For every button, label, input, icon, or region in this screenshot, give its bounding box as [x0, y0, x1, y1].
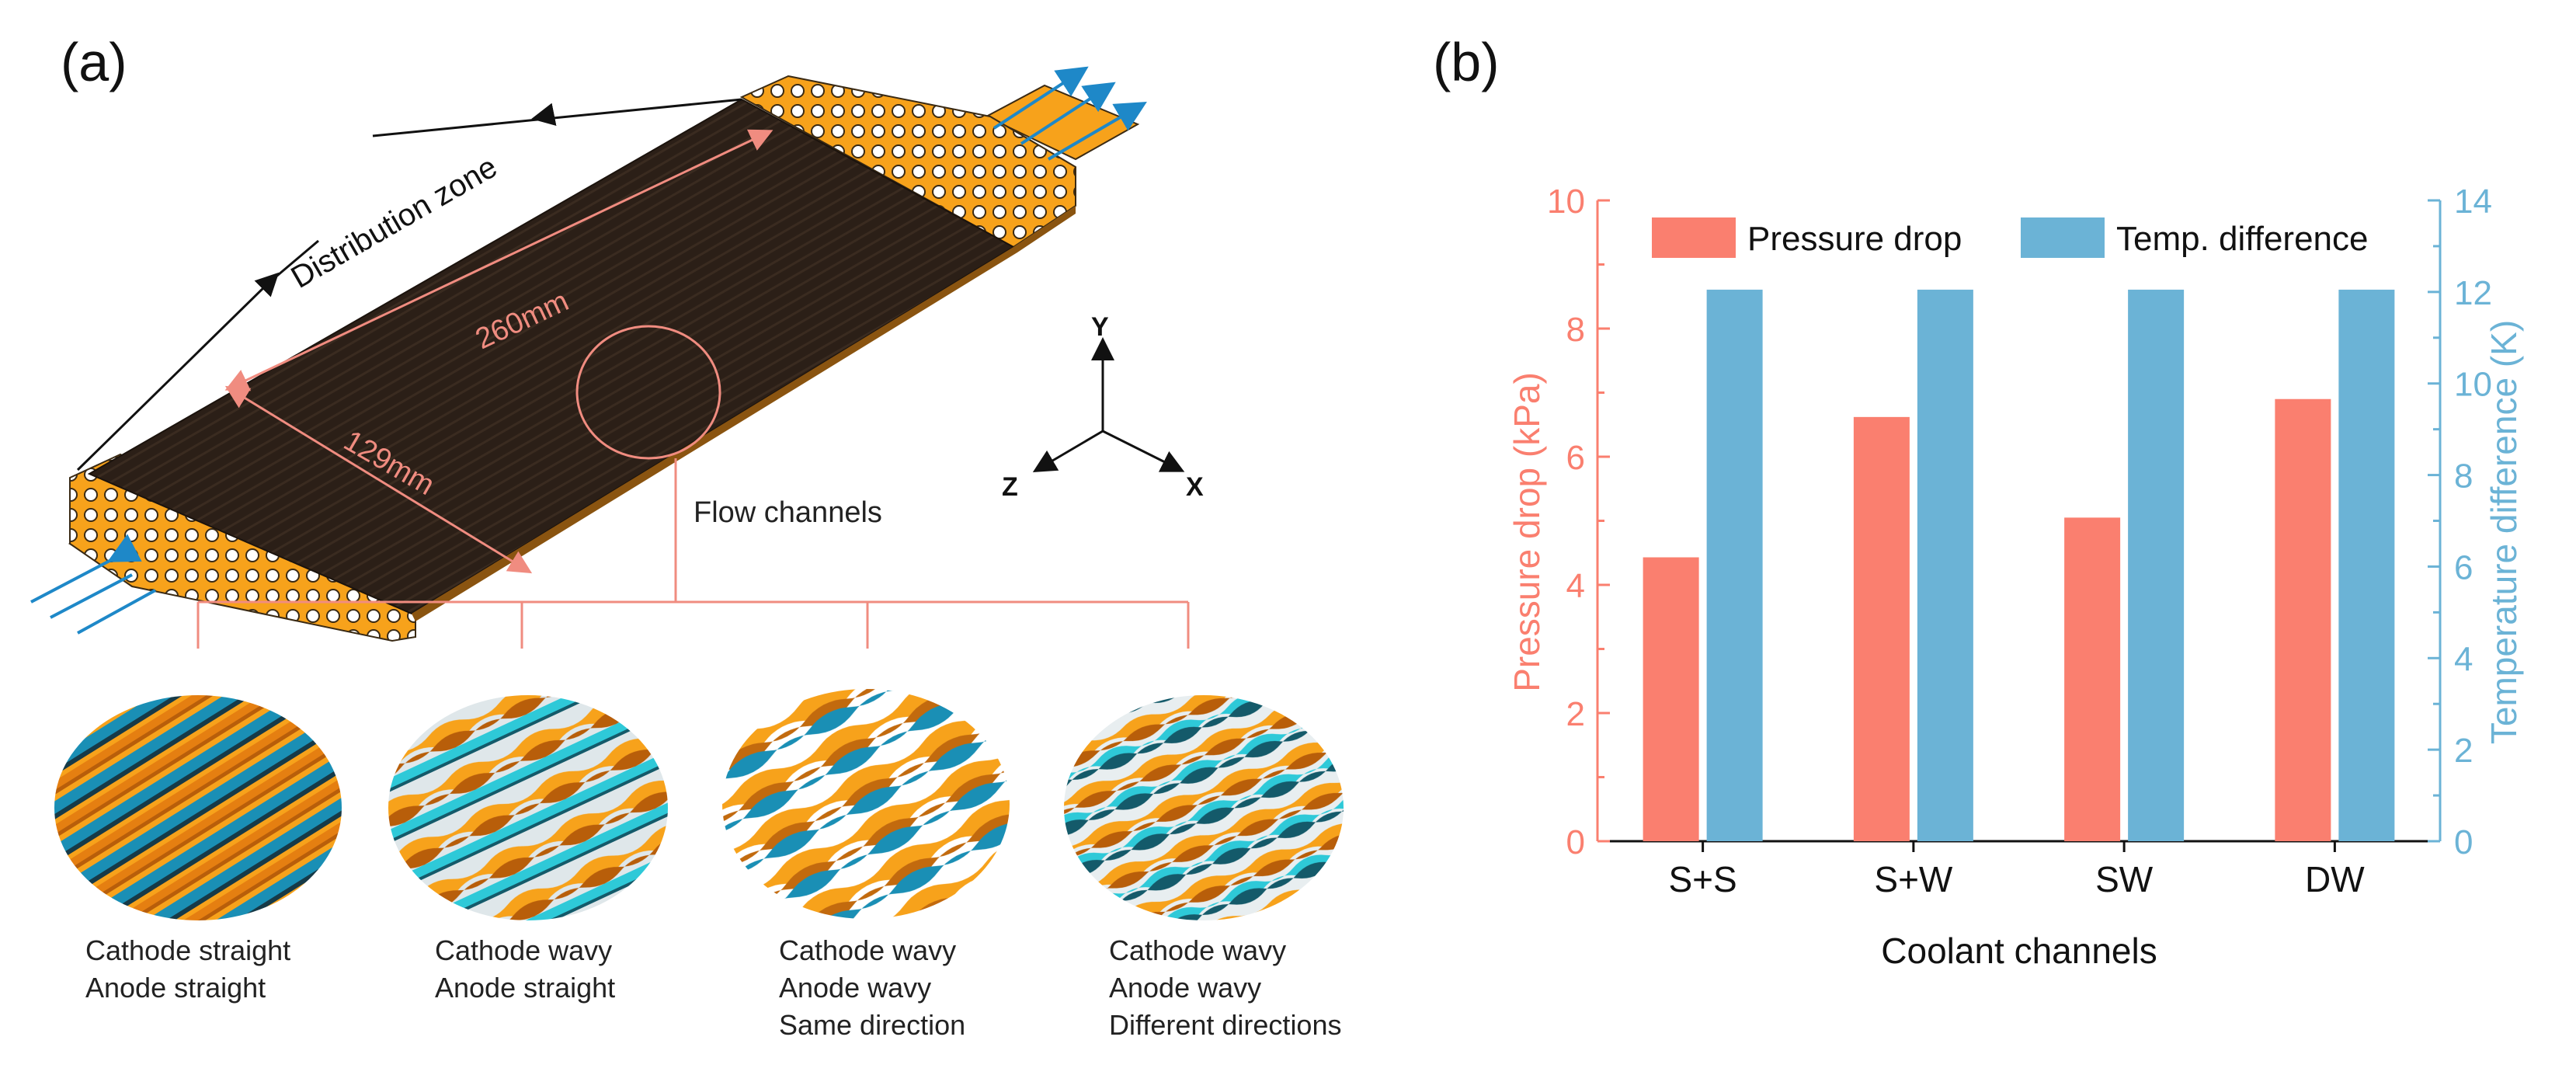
y-left-tick-label: 8 [1566, 311, 1585, 349]
variant-wavy-same-direction [722, 689, 1010, 919]
bar-temp-difference [1706, 289, 1763, 841]
variant-straight-straight [54, 695, 342, 920]
variant-caption-1: Cathode straight Anode straight [85, 932, 290, 1007]
bar-pressure-drop [1853, 416, 1910, 841]
y-left-axis-label: Pressure drop (kPa) [1507, 372, 1547, 692]
bar-temp-difference [2128, 289, 2185, 841]
axis-z-label: Z [1002, 472, 1018, 502]
x-axis-label: Coolant channels [1881, 931, 2157, 971]
stack-illustration: Distribution zone 260mm 129mm Flow chann… [30, 66, 1344, 920]
caption-line: Cathode wavy [779, 934, 957, 966]
bar-temp-difference [1917, 289, 1973, 841]
bipolar-plate [68, 75, 1140, 642]
outlet-distribution-zone [739, 75, 1076, 249]
caption-line: Different directions [1109, 1009, 1342, 1041]
dimension-lines [224, 129, 773, 574]
legend-label-pressure: Pressure drop [1747, 220, 1962, 258]
bar-temp-difference [2338, 289, 2395, 841]
panel-a-label: (a) [61, 32, 127, 92]
panel-b-label: (b) [1433, 32, 1500, 92]
legend-swatch-temperature [2021, 217, 2105, 258]
y-left-tick-label: 2 [1566, 695, 1585, 733]
x-tick-label: S+W [1874, 859, 1953, 899]
y-right-tick-label: 6 [2454, 548, 2473, 586]
axis-x-label: X [1186, 472, 1204, 502]
caption-line: Anode straight [435, 972, 616, 1004]
x-tick-label: S+S [1669, 859, 1737, 899]
caption-line: Anode wavy [1109, 972, 1262, 1004]
bar-pressure-drop [2064, 517, 2121, 841]
channel-callout [196, 325, 1190, 649]
caption-line: Cathode straight [85, 934, 291, 966]
caption-line: Same direction [779, 1009, 966, 1041]
legend: Pressure drop Temp. difference [1652, 217, 2368, 258]
coordinate-axes [1032, 337, 1185, 473]
y-right-tick-label: 0 [2454, 823, 2473, 861]
variant-caption-2: Cathode wavy Anode straight [435, 932, 615, 1007]
y-right-tick-label: 2 [2454, 732, 2473, 770]
axis-y-label: Y [1091, 312, 1109, 342]
y-left-tick-label: 0 [1566, 823, 1585, 861]
x-tick-label: SW [2095, 859, 2154, 899]
bar-pressure-drop [2275, 398, 2331, 841]
plate-edge [412, 206, 1076, 621]
flow-channels-label: Flow channels [694, 496, 882, 529]
caption-line: Anode wavy [779, 972, 932, 1004]
variant-wavy-straight [388, 695, 668, 920]
inlet-arrows [30, 534, 156, 635]
variant-wavy-different-directions [1064, 695, 1344, 920]
y-right-tick-label: 8 [2454, 458, 2473, 496]
variant-caption-4: Cathode wavy Anode wavy Different direct… [1109, 932, 1341, 1044]
y-right-axis-label: Temperature difference (K) [2484, 320, 2524, 744]
legend-swatch-pressure [1652, 217, 1736, 258]
bar-pressure-drop [1643, 557, 1699, 841]
y-right-tick-label: 10 [2454, 366, 2492, 404]
y-right-tick-label: 14 [2454, 183, 2492, 221]
y-left-tick-label: 6 [1566, 439, 1585, 477]
outlet-arrows [993, 66, 1147, 161]
y-left-tick-label: 10 [1547, 183, 1585, 221]
caption-line: Cathode wavy [1109, 934, 1287, 966]
y-right-tick-label: 12 [2454, 274, 2492, 312]
legend-label-temperature: Temp. difference [2116, 220, 2368, 258]
bar-chart: 0 2 4 6 8 10 0 2 4 6 8 10 12 14S+S S+W SW DW Pressure dr… [1507, 183, 2524, 971]
caption-line: Anode straight [85, 972, 266, 1004]
x-tick-label: DW [2305, 859, 2365, 899]
y-left-tick-label: 4 [1566, 567, 1585, 605]
y-right-tick-label: 4 [2454, 640, 2473, 678]
variant-caption-3: Cathode wavy Anode wavy Same direction [779, 932, 965, 1044]
caption-line: Cathode wavy [435, 934, 613, 966]
